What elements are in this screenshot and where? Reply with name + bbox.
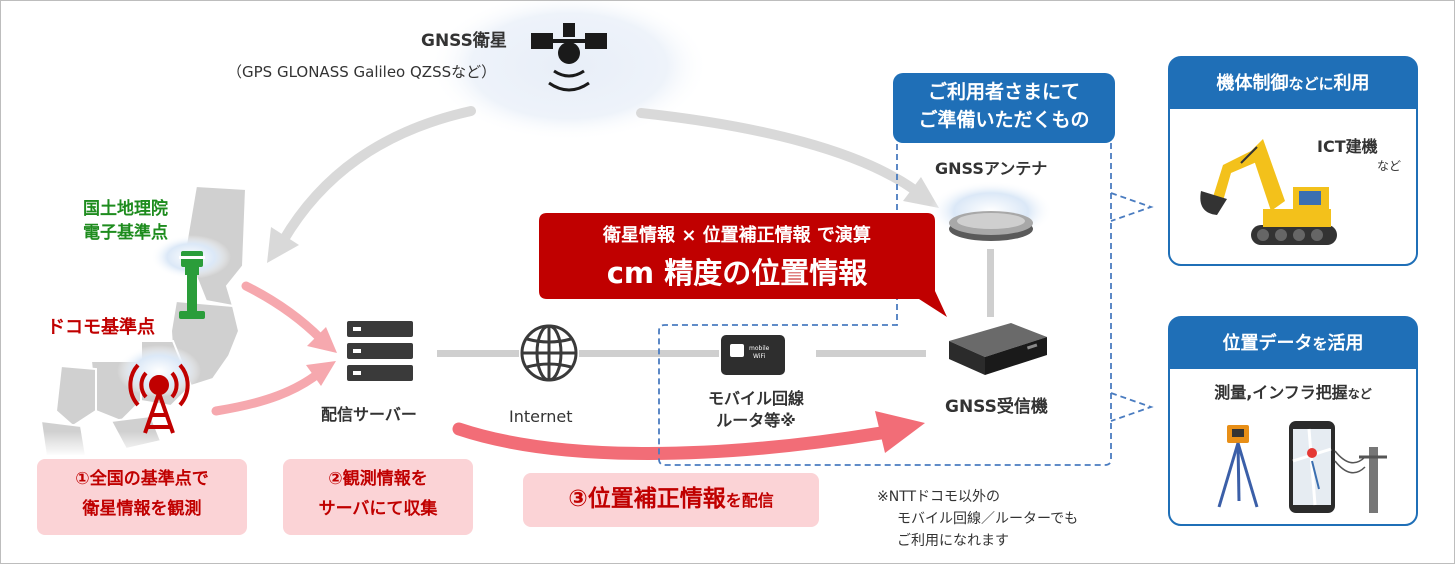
antenna-label: GNSSアンテナ	[935, 159, 1048, 178]
router-label-line2: ルータ等※	[716, 411, 796, 430]
step3-text: ③位置補正情報を配信	[523, 485, 819, 514]
docomo-tower-icon	[128, 363, 190, 434]
excavator-icon	[1200, 139, 1337, 245]
panel-machine-item-suffix: など	[1377, 159, 1402, 173]
panel-machine-title-main: 機体制御	[1216, 73, 1289, 94]
note-line1: ※NTTドコモ以外の	[877, 489, 1001, 505]
panel-machine-item: ICT建機	[1317, 137, 1378, 156]
router-label-line1: モバイル回線	[707, 389, 804, 408]
survey-tripod-icon	[1217, 425, 1259, 508]
panel-location-item: 測量,インフラ把握	[1214, 383, 1348, 402]
user-prep-line2: ご準備いただくもの	[918, 109, 1090, 131]
note-line2: モバイル回線／ルーターでも	[897, 511, 1079, 527]
smartphone-map-icon	[1289, 421, 1335, 513]
panel-location-item-line: 測量,インフラ把握など	[1169, 383, 1417, 403]
server-label: 配信サーバー	[321, 405, 417, 424]
distribution-arrowhead	[875, 411, 925, 453]
satellite-title: GNSS衛星	[421, 31, 507, 51]
panel-machine-title: 機体制御などに利用	[1169, 73, 1417, 96]
step2-line2: サーバにて収集	[318, 499, 438, 519]
panel-location-title-suffix: を	[1312, 335, 1328, 353]
router-receiver-line	[816, 350, 926, 357]
gsi-tower-icon	[179, 251, 205, 319]
router-device-text1: mobile	[749, 345, 770, 352]
step2-box: ②観測情報を サーバにて収集	[283, 459, 473, 535]
step2-line1: ②観測情報を	[328, 469, 428, 489]
satellite-to-antenna-arrow	[636, 108, 921, 196]
utility-pole-icon	[1334, 447, 1387, 513]
internet-label: Internet	[509, 407, 573, 426]
step1-box: ①全国の基準点で 衛星情報を観測	[37, 459, 247, 535]
antenna-receiver-line	[987, 249, 994, 317]
satellite-glow	[429, 1, 709, 141]
callout-box	[539, 213, 947, 317]
docomo-station-label: ドコモ基準点	[47, 317, 155, 338]
note-line3: ご利用になれます	[897, 533, 1009, 549]
panel-machine	[1168, 56, 1418, 266]
user-prep-box: ご利用者さまにて ご準備いただくもの	[893, 73, 1115, 143]
globe-icon	[520, 324, 578, 382]
step3-box: ③位置補正情報を配信	[523, 473, 819, 527]
server-icon	[347, 321, 413, 381]
panel-machine-title-main2: 利用	[1333, 73, 1370, 94]
callout-line2: cm 精度の位置情報	[606, 256, 868, 290]
panel-location-title-main2: 活用	[1327, 333, 1364, 354]
panel-location-title: 位置データを活用	[1169, 333, 1417, 356]
japan-map	[39, 99, 248, 457]
panel-machine-title-suffix: などに	[1288, 75, 1334, 93]
step1-line2: 衛星情報を観測	[82, 499, 202, 519]
gsi-label-line1: 国土地理院	[83, 199, 168, 219]
internet-router-line	[579, 350, 719, 357]
server-internet-line	[437, 350, 519, 357]
step3-suffix: を配信	[725, 491, 774, 510]
callout-line1: 衛星情報 × 位置補正情報 で演算	[603, 225, 871, 246]
step3-main: ③位置補正情報	[568, 486, 726, 512]
user-prep-boundary	[658, 136, 1112, 466]
router-icon	[721, 335, 785, 375]
distribution-arrow	[452, 422, 888, 460]
satellite-to-station-arrow	[278, 106, 476, 246]
step1-line1: ①全国の基準点で	[75, 469, 209, 489]
satellite-subtitle: （GPS GLONASS Galileo QZSSなど）	[227, 63, 497, 81]
gsi-to-server-arrow	[241, 281, 326, 344]
user-prep-line1: ご利用者さまにて	[927, 81, 1080, 103]
gnss-antenna-icon	[949, 211, 1033, 241]
satellite-icon	[531, 23, 607, 92]
panel-location-item-suffix: など	[1347, 387, 1372, 401]
boundary-pointer-top	[1110, 192, 1154, 222]
gnss-receiver-icon	[949, 323, 1047, 375]
docomo-to-server-arrow	[211, 368, 324, 416]
router-device-text2: WiFi	[753, 353, 766, 360]
receiver-label: GNSS受信機	[945, 397, 1048, 417]
boundary-pointer-bottom	[1110, 392, 1154, 422]
panel-location-title-main: 位置データ	[1222, 333, 1313, 354]
gsi-label-line2: 電子基準点	[83, 223, 168, 243]
